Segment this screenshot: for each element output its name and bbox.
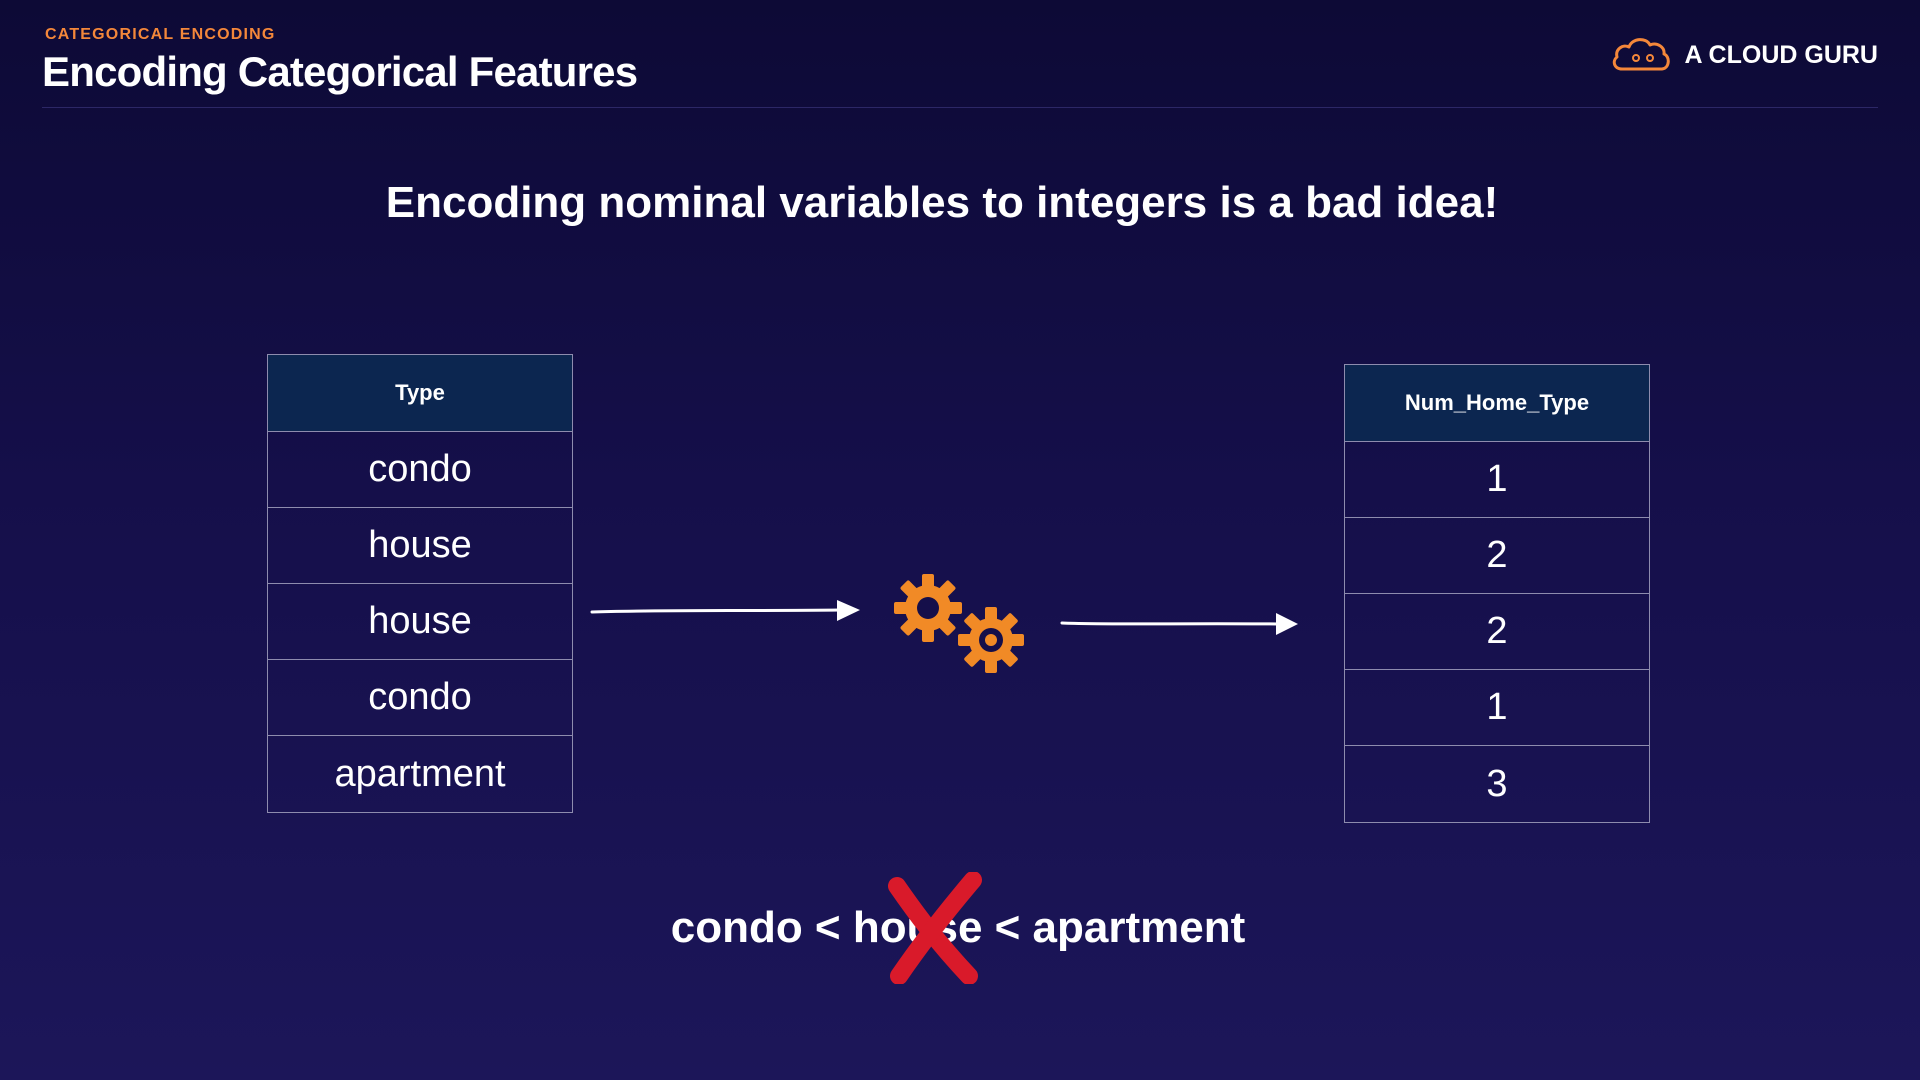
output-table-cell: 2: [1345, 518, 1649, 594]
arrow-right-icon: [590, 600, 860, 621]
input-table-cell: house: [268, 584, 572, 660]
output-table-cell: 2: [1345, 594, 1649, 670]
output-table-header: Num_Home_Type: [1345, 365, 1649, 442]
brand-name: A CLOUD GURU: [1684, 41, 1878, 69]
input-table-cell: condo: [268, 660, 572, 736]
cloud-icon: [1610, 34, 1672, 77]
slide-title: Encoding Categorical Features: [42, 48, 638, 95]
headline: Encoding nominal variables to integers i…: [385, 178, 1499, 227]
gears-icon: [894, 574, 1024, 673]
output-table: Num_Home_Type 1 2 2 1 3: [1344, 364, 1650, 823]
section-eyebrow: CATEGORICAL ENCODING: [45, 26, 276, 43]
input-table-cell: condo: [268, 432, 572, 508]
header-divider: [42, 107, 1878, 108]
cross-mark-icon: [888, 872, 982, 984]
output-table-cell: 1: [1345, 442, 1649, 518]
input-table-cell: apartment: [334, 752, 506, 795]
output-table-cell: 3: [1486, 762, 1508, 805]
output-table-cell: 1: [1345, 670, 1649, 746]
input-table-cell: house: [268, 508, 572, 584]
arrow-right-icon: [1060, 613, 1298, 635]
brand-logo: A CLOUD GURU: [1610, 34, 1878, 77]
input-table: Type condo house house condo apartment: [267, 354, 573, 813]
input-table-header: Type: [268, 355, 572, 432]
